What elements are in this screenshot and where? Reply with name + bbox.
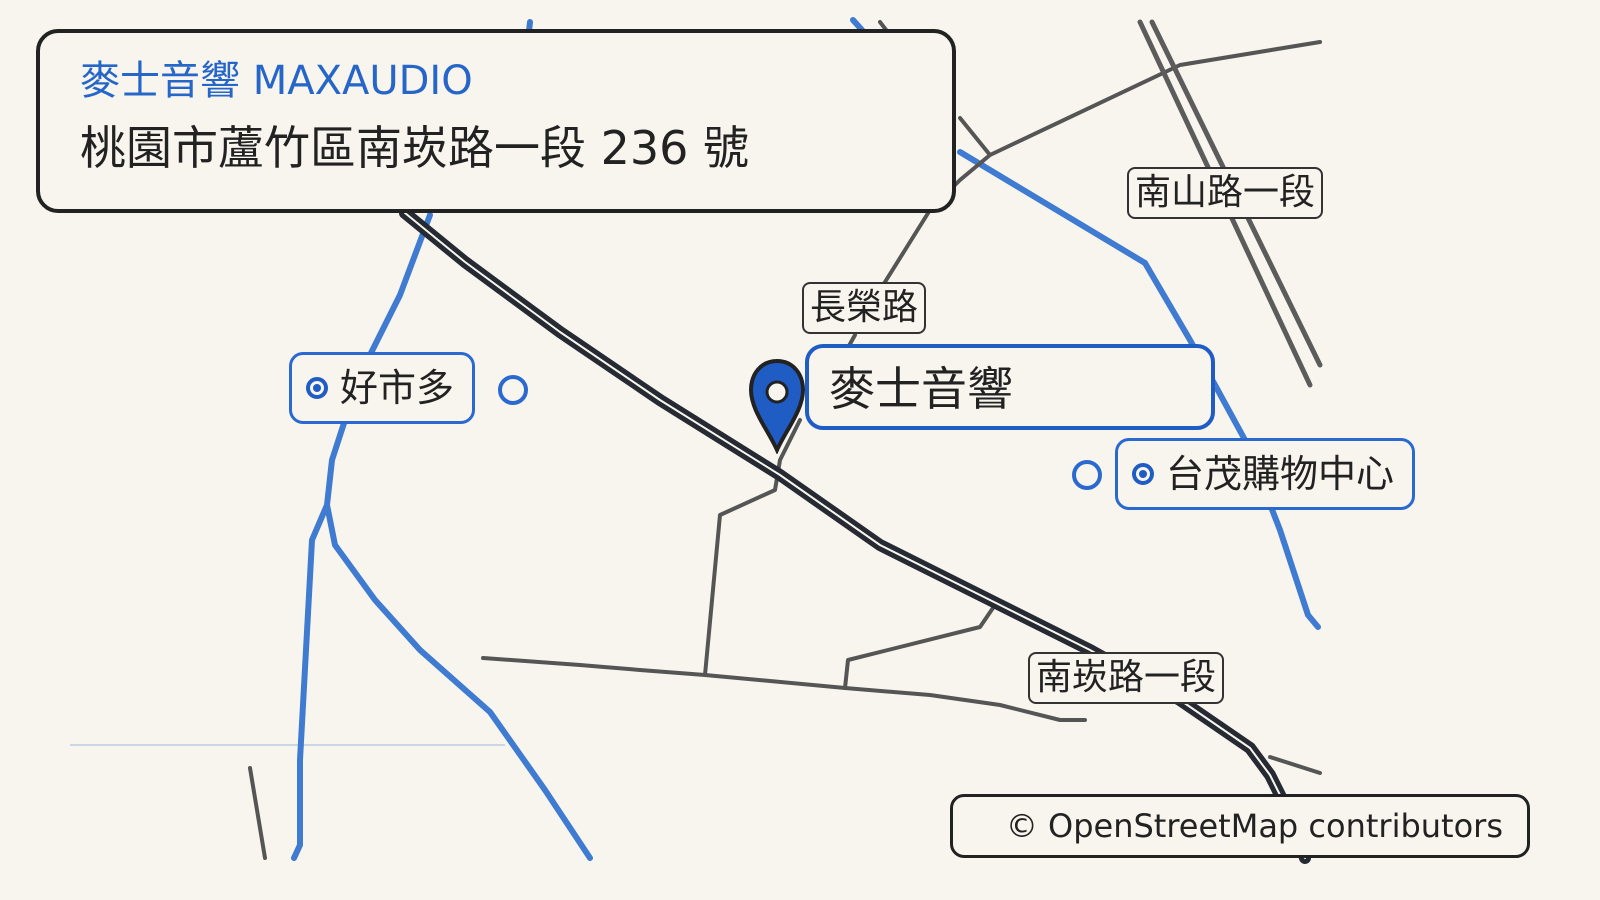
major-road-nankan-centerline bbox=[404, 212, 1306, 859]
minor-road-changrong bbox=[703, 40, 1322, 677]
poi-taimall-label: 台茂購物中心 bbox=[1166, 452, 1395, 496]
attribution[interactable]: © OpenStreetMap contributors bbox=[950, 794, 1530, 858]
poi-taimall[interactable]: 台茂購物中心 bbox=[1115, 438, 1416, 510]
poi-costco-ring-icon[interactable] bbox=[498, 375, 528, 405]
poi-costco-label: 好市多 bbox=[340, 366, 455, 410]
road-label-nankan: 南崁路一段 bbox=[1028, 652, 1225, 704]
marker-label[interactable]: 麥士音響 bbox=[805, 344, 1215, 430]
minor-road-southeast bbox=[1268, 755, 1322, 775]
map-pin-icon[interactable] bbox=[748, 358, 806, 454]
blue-road-east bbox=[957, 149, 1321, 630]
blue-road-southwest bbox=[324, 502, 593, 861]
minor-road-bottom-left bbox=[248, 766, 267, 860]
road-label-nanshan: 南山路一段 bbox=[1127, 167, 1324, 219]
poi-dot-icon bbox=[1132, 463, 1154, 485]
poi-costco[interactable]: 好市多 bbox=[289, 352, 476, 424]
info-box: 麥士音響 MAXAUDIO 桃園市蘆竹區南崁路一段 236 號 bbox=[36, 29, 956, 213]
road-label-changrong: 長榮路 bbox=[802, 282, 927, 334]
blue-road-north bbox=[850, 17, 865, 33]
minor-road-connector bbox=[843, 603, 997, 690]
info-box-address: 桃園市蘆竹區南崁路一段 236 號 bbox=[80, 121, 750, 175]
poi-dot-icon bbox=[306, 377, 328, 399]
poi-taimall-ring-icon[interactable] bbox=[1072, 460, 1102, 490]
info-box-name: 麥士音響 MAXAUDIO bbox=[80, 58, 473, 104]
